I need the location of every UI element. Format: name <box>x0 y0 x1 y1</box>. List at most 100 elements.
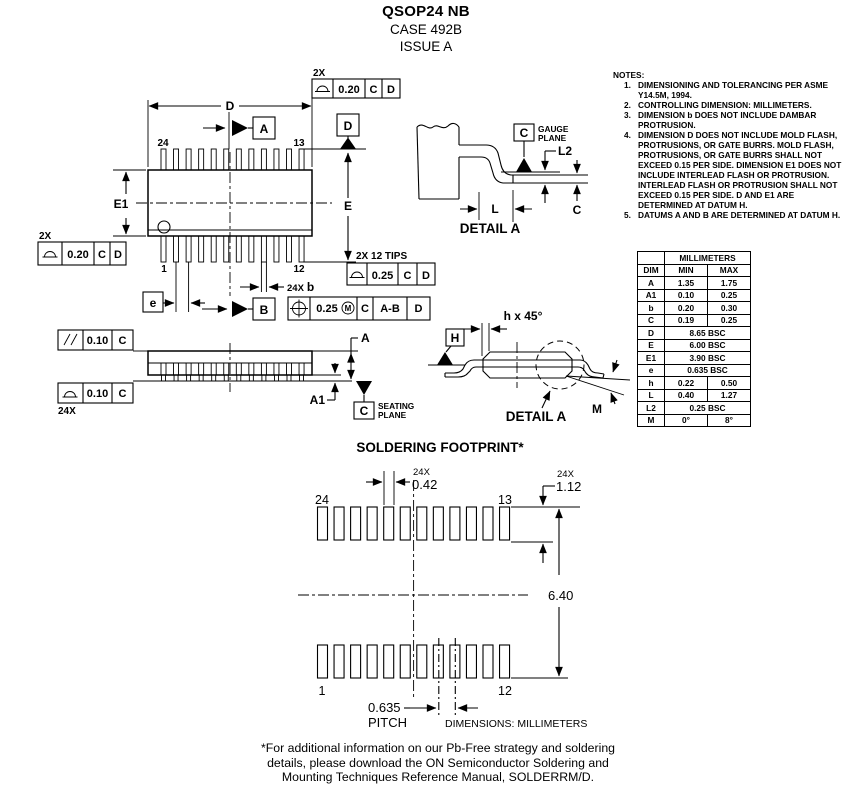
dim-label-M: M <box>592 402 602 416</box>
position-symbol-icon <box>290 299 308 318</box>
qty-24x: 24X <box>58 406 76 417</box>
fp-qty-a: 24X <box>413 467 431 478</box>
fp-units-note: DIMENSIONS: MILLIMETERS <box>445 718 587 730</box>
fcf-left-ref1: C <box>98 249 106 261</box>
dimension-L2: L2 <box>541 144 572 203</box>
detail-a-upper: C GAUGE PLANE L2 C <box>416 122 588 236</box>
datum-triangle-icon <box>437 352 453 365</box>
fcf-par-ref1: C <box>119 335 127 347</box>
fcf-pos-tol: 0.25 <box>316 303 337 315</box>
dim-label-h: h x 45° <box>504 309 543 323</box>
fcf-top-ref1: C <box>370 84 378 96</box>
notes-block: NOTES: 1. DIMENSIONING AND TOLERANCING P… <box>613 70 845 220</box>
dim-label-C: C <box>573 203 582 217</box>
pin-number-13: 13 <box>293 138 305 149</box>
fcf-top-ref2: D <box>387 84 395 96</box>
bottom-pin-row <box>160 235 305 263</box>
fp-val-a: 0.42 <box>412 477 437 492</box>
fp-pin-13: 13 <box>498 493 512 507</box>
dim-label-L2: L2 <box>558 144 572 158</box>
datum-triangle-icon <box>356 381 372 395</box>
dimension-E1: E1 <box>113 169 146 237</box>
profile-symbol-icon <box>349 271 365 278</box>
fp-span: 6.40 <box>548 588 573 603</box>
fp-pin-12: 12 <box>498 684 512 698</box>
note-item: 1. DIMENSIONING AND TOLERANCING PER ASME… <box>624 80 829 100</box>
note-item: 5. DATUMS A AND B ARE DETERMINED AT DATU… <box>624 210 841 220</box>
fcf-pos-ref1: C <box>361 303 369 315</box>
detail-a-label: DETAIL A <box>460 221 521 236</box>
footprint-title: SOLDERING FOOTPRINT* <box>356 440 524 455</box>
note-item: 2. CONTROLLING DIMENSION: MILLIMETERS. <box>624 100 812 110</box>
dim-label-D: D <box>226 99 235 113</box>
side-lead-row <box>160 362 305 382</box>
issue-label: ISSUE A <box>399 39 453 54</box>
footer-line: *For additional information on our Pb-Fr… <box>260 741 616 755</box>
title-block: QSOP24 NB CASE 492B ISSUE A <box>206 3 646 54</box>
datum-label-A: A <box>260 122 269 136</box>
package-top-view: 24 13 1 12 D A 2X <box>37 68 436 321</box>
fcf-tips-ref1: C <box>404 270 412 282</box>
dim-label-A: A <box>361 331 370 345</box>
dimension-e: e <box>142 262 205 313</box>
detail-a-lower: h x 45° H M <box>428 309 631 424</box>
fcf-prof-tol: 0.10 <box>87 388 108 400</box>
dimension-M-angle: M <box>565 359 631 416</box>
fp-qty-b: 24X <box>557 469 575 480</box>
dimension-L: L <box>460 190 532 222</box>
soldering-footprint: SOLDERING FOOTPRINT* 24 13 1 12 <box>298 440 587 730</box>
note-item: 3. DIMENSION b DOES NOT INCLUDE DAMBAR P… <box>624 110 817 130</box>
gauge-plane-word1: GAUGE <box>538 124 569 134</box>
fp-pitch-word: PITCH <box>368 715 407 730</box>
note-item: 4. DIMENSION D DOES NOT INCLUDE MOLD FLA… <box>624 130 842 210</box>
dimension-D: D <box>147 98 313 167</box>
datum-H: H <box>428 328 465 366</box>
datum-label-H: H <box>451 331 460 345</box>
pin-number-24: 24 <box>157 138 169 149</box>
dimension-A: A <box>303 331 370 380</box>
fcf-left-tol: 0.20 <box>67 249 88 261</box>
fcf-pos-ref3: D <box>415 303 423 315</box>
datum-A: A <box>203 116 276 140</box>
dimension-pitch: 0.635 PITCH <box>368 638 478 730</box>
detail-body <box>482 351 573 379</box>
datum-triangle-icon <box>340 137 356 149</box>
dimension-C-thickness: C <box>573 160 582 217</box>
datum-label-B: B <box>260 303 269 317</box>
fcf-top-tol: 0.20 <box>338 84 359 96</box>
lead-lower-surface <box>459 156 513 184</box>
table-header-row: DIM MIN MAX <box>637 263 751 277</box>
case-number: CASE 492B <box>389 22 463 37</box>
package-side-view: 0.10 C 0.10 C 24X <box>57 329 414 420</box>
pin-number-12: 12 <box>293 264 305 275</box>
tips-qty: 2X 12 TIPS <box>356 251 407 262</box>
datum-triangle-icon <box>232 301 248 317</box>
seating-plane-word1: SEATING <box>378 401 414 411</box>
fp-pin-24: 24 <box>315 493 329 507</box>
pin1-indicator-icon <box>157 220 171 234</box>
profile-symbol-icon <box>62 391 78 398</box>
fcf-position: 0.25 M C A-B D <box>287 296 431 321</box>
qty-2x-top: 2X <box>313 68 326 79</box>
fcf-parallelism: 0.10 C <box>57 329 134 351</box>
dim-label-e: e <box>150 296 157 310</box>
lead-upper-surface <box>459 144 513 176</box>
datum-label-C: C <box>360 404 369 418</box>
detail-zoom-circle <box>535 340 585 390</box>
dim-label-A1: A1 <box>310 393 326 407</box>
fcf-tips: 2X 12 TIPS 0.25 C D <box>346 251 436 286</box>
fcf-prof-ref1: C <box>119 388 127 400</box>
footer-note: *For additional information on our Pb-Fr… <box>203 741 673 785</box>
fcf-top: 2X 0.20 C D <box>311 68 401 99</box>
